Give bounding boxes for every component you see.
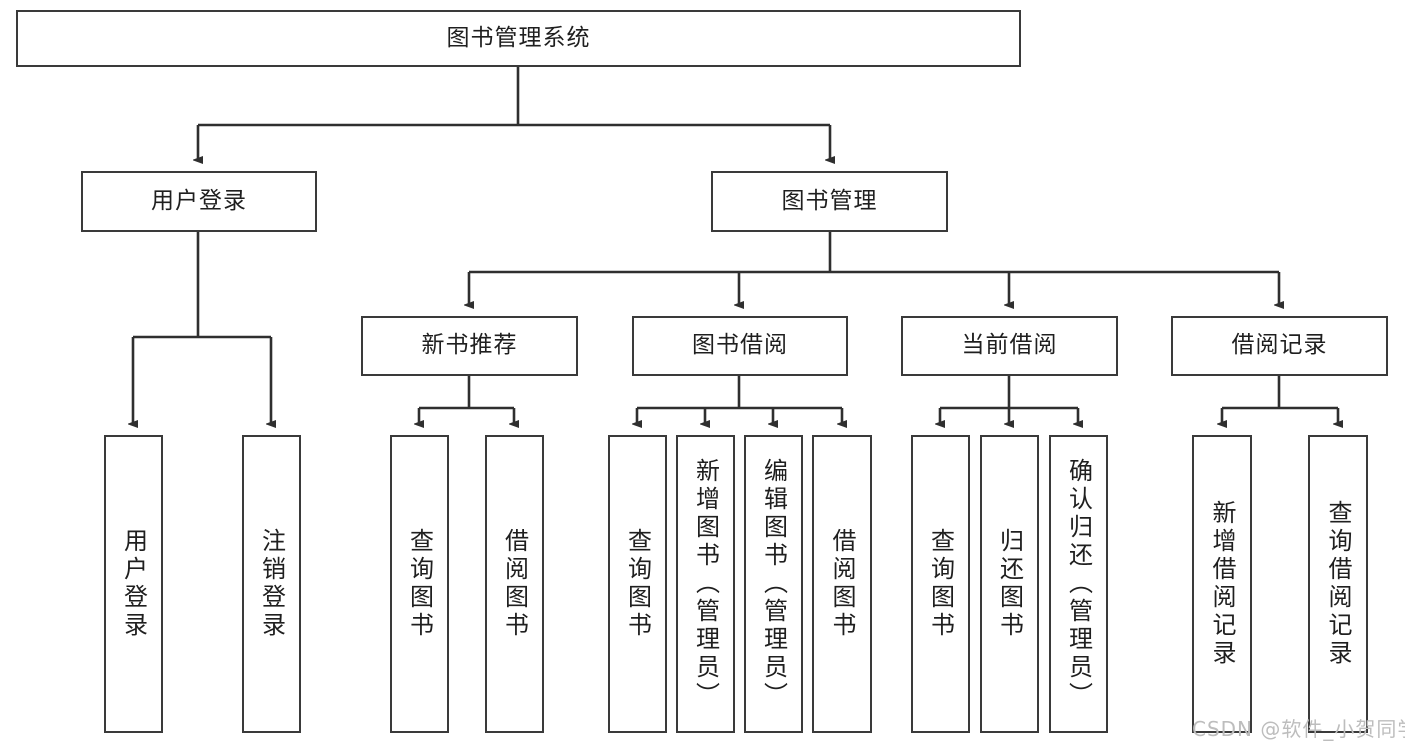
leaf-query-book-recommend[interactable]: 查询图书	[390, 435, 449, 733]
leaf-borrow-book-recommend[interactable]: 借阅图书	[485, 435, 544, 733]
node-new-book-recommend[interactable]: 新书推荐	[361, 316, 578, 376]
node-current-borrow[interactable]: 当前借阅	[901, 316, 1118, 376]
watermark-text: CSDN @软件_小贺同学	[1192, 717, 1405, 741]
leaf-borrow-book[interactable]: 借阅图书	[812, 435, 872, 733]
node-label: 用户登录	[119, 528, 148, 640]
node-label: 用户登录	[151, 187, 247, 214]
node-label: 图书管理	[781, 187, 878, 214]
node-root-book-management-system[interactable]: 图书管理系统	[16, 10, 1021, 67]
node-label: 借阅记录	[1231, 332, 1328, 359]
node-label: 查询图书	[405, 528, 434, 640]
node-label: 查询图书	[623, 528, 652, 640]
node-label: 查询图书	[926, 528, 955, 640]
leaf-query-borrow-record[interactable]: 查询借阅记录	[1308, 435, 1368, 733]
leaf-add-book-admin[interactable]: 新增图书（管理员）	[676, 435, 735, 733]
node-book-management[interactable]: 图书管理	[711, 171, 948, 232]
leaf-user-login[interactable]: 用户登录	[104, 435, 163, 733]
leaf-edit-book-admin[interactable]: 编辑图书（管理员）	[744, 435, 803, 733]
leaf-query-book-borrow[interactable]: 查询图书	[608, 435, 667, 733]
node-label: 查询借阅记录	[1324, 500, 1352, 668]
node-label: 图书管理系统	[446, 24, 591, 51]
node-borrow-record[interactable]: 借阅记录	[1171, 316, 1388, 376]
leaf-confirm-return-admin[interactable]: 确认归还（管理员）	[1049, 435, 1108, 733]
node-label: 编辑图书（管理员）	[759, 458, 788, 710]
node-label: 确认归还（管理员）	[1064, 458, 1093, 710]
node-label: 新增图书（管理员）	[691, 458, 720, 710]
leaf-query-book-current[interactable]: 查询图书	[911, 435, 970, 733]
leaf-add-borrow-record[interactable]: 新增借阅记录	[1192, 435, 1252, 733]
node-label: 注销登录	[257, 528, 286, 640]
node-label: 借阅图书	[500, 528, 529, 640]
node-label: 图书借阅	[692, 332, 788, 359]
node-label: 借阅图书	[828, 528, 856, 640]
node-label: 新书推荐	[421, 332, 518, 359]
node-label: 当前借阅	[961, 332, 1058, 359]
node-label: 归还图书	[995, 528, 1024, 640]
leaf-return-book[interactable]: 归还图书	[980, 435, 1039, 733]
node-user-login[interactable]: 用户登录	[81, 171, 317, 232]
leaf-logout-login[interactable]: 注销登录	[242, 435, 301, 733]
node-label: 新增借阅记录	[1208, 500, 1236, 668]
node-book-borrow[interactable]: 图书借阅	[632, 316, 848, 376]
